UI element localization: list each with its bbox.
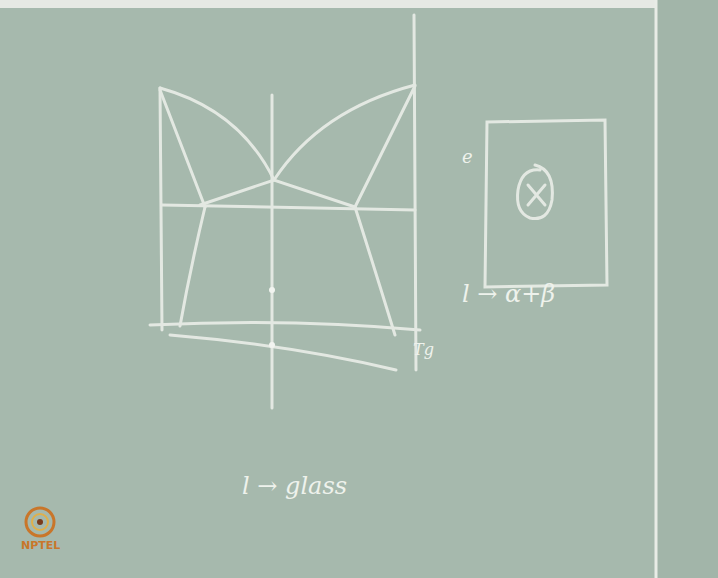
point-label: e [462, 148, 473, 166]
reaction-note: l → glass [242, 474, 347, 498]
temperature-label: Tg [413, 342, 434, 358]
logo-text: NPTEL [21, 540, 60, 551]
logo-mark [26, 508, 54, 536]
reaction-note: l → α+β [462, 282, 555, 306]
